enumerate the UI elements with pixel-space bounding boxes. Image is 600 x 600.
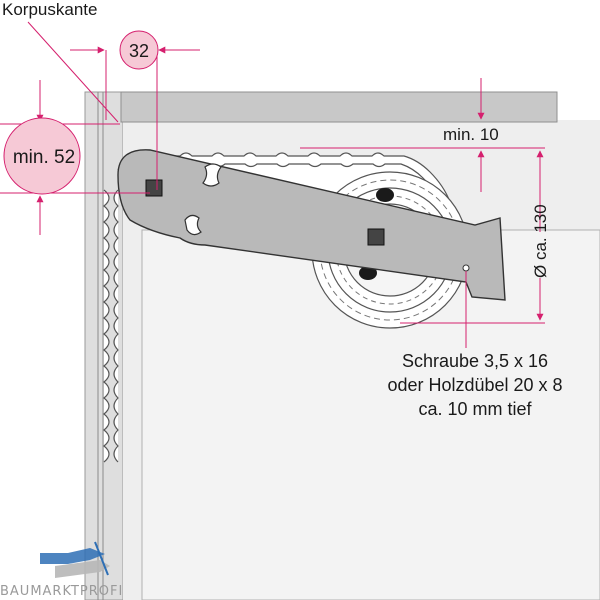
watermark-text: BAUMARKTPROFI	[0, 584, 123, 599]
label-dim-32: 32	[129, 41, 149, 61]
label-screw-line1: Schraube 3,5 x 16	[402, 351, 548, 371]
korpuskante-leader	[27, 21, 119, 123]
baumarktprofi-logo	[40, 541, 110, 578]
shutter-chain-vertical	[103, 189, 119, 463]
min52-bubble	[3, 117, 81, 195]
mounting-bracket	[117, 149, 506, 301]
label-min-10: min. 10	[443, 125, 499, 144]
bracket-square-hole	[145, 179, 163, 197]
label-korpuskante: Korpuskante	[2, 0, 97, 19]
label-screw-line2: oder Holzdübel 20 x 8	[387, 375, 562, 395]
label-screw-line3: ca. 10 mm tief	[418, 399, 532, 419]
label-min-52: min. 52	[13, 147, 75, 168]
bracket-slot	[184, 214, 202, 236]
top-panel	[120, 91, 558, 123]
label-diameter-130: Ø ca. 130	[531, 204, 550, 278]
screw-hole	[462, 264, 470, 272]
dim32-bubble	[119, 30, 159, 70]
bracket-square-hole	[367, 228, 385, 246]
bracket-slot	[202, 163, 222, 187]
